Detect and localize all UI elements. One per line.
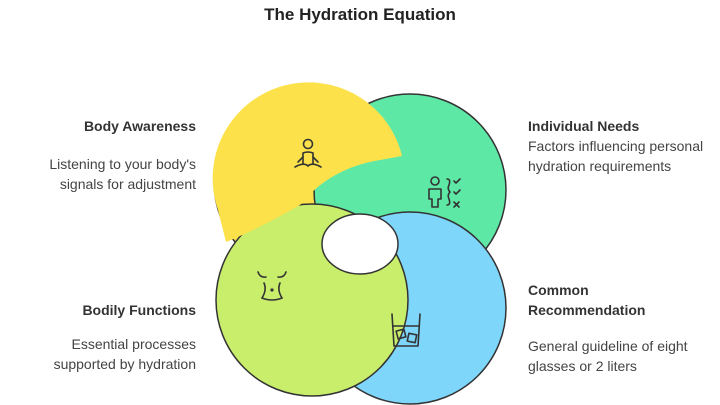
common-recommendation-block: Common Recommendation General guideline … — [528, 280, 708, 376]
body-awareness-description: Listening to your body's signals for adj… — [49, 156, 196, 192]
body-awareness-heading: Body Awareness — [83, 118, 196, 134]
bodily-functions-block: Bodily Functions Essential processes sup… — [20, 300, 196, 374]
individual-needs-heading: Individual Needs — [528, 118, 640, 134]
meditation-person-icon — [294, 138, 322, 168]
individual-needs-description: Factors influencing personal hydration r… — [528, 138, 704, 174]
water-glass-icon — [391, 313, 421, 347]
diagram-title: The Hydration Equation — [264, 5, 456, 24]
body-torso-icon — [257, 271, 287, 301]
center-hole — [321, 213, 399, 275]
body-awareness-overlap — [212, 82, 402, 243]
individual-needs-block: Individual Needs Factors influencing per… — [528, 116, 708, 176]
person-checklist-icon — [428, 176, 461, 208]
common-recommendation-description: General guideline of eight glasses or 2 … — [528, 338, 688, 374]
body-awareness-block: Body Awareness Listening to your body's … — [20, 116, 196, 194]
common-recommendation-heading: Common Recommendation — [528, 282, 646, 318]
bodily-functions-description: Essential processes supported by hydrati… — [53, 336, 196, 372]
bodily-functions-heading: Bodily Functions — [82, 302, 196, 318]
